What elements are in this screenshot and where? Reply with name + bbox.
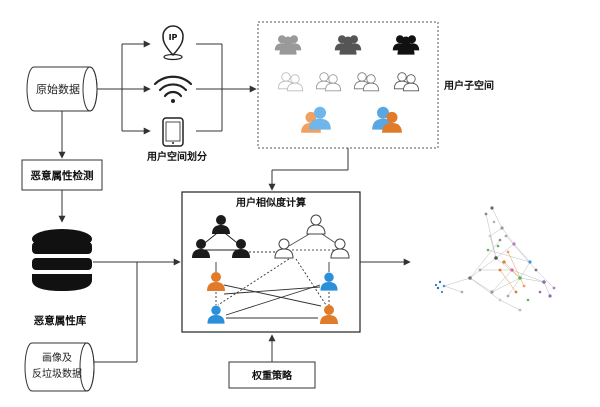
similarity-network bbox=[192, 214, 350, 324]
outline-group-icon bbox=[315, 72, 342, 92]
outline-group-icon bbox=[393, 72, 420, 92]
partition-connectors bbox=[97, 40, 257, 135]
colored-user-pair-icon bbox=[372, 106, 402, 133]
wifi-icon bbox=[153, 75, 193, 103]
output-network-graph bbox=[434, 206, 556, 312]
group-user-icon bbox=[274, 35, 302, 55]
arrow-subspace-to-similarity bbox=[268, 148, 349, 191]
weight-strategy-label: 权重策略 bbox=[251, 369, 293, 382]
image-spam-label-1: 画像及 bbox=[42, 352, 72, 364]
image-spam-label-2: 反垃圾数据 bbox=[32, 367, 82, 380]
raw-data-label: 原始数据 bbox=[36, 82, 80, 96]
malicious-detect-node: 恶意属性检测 bbox=[21, 159, 103, 191]
arrow-db-to-similarity bbox=[93, 258, 181, 363]
group-user-icon bbox=[334, 35, 362, 55]
image-spam-node: 画像及 反垃圾数据 bbox=[24, 342, 95, 392]
user-subspace-label: 用户子空间 bbox=[443, 79, 494, 92]
malicious-detect-label: 恶意属性检测 bbox=[31, 169, 94, 182]
outline-group-icon bbox=[277, 72, 304, 92]
database-icon bbox=[32, 229, 92, 291]
group-user-icon bbox=[392, 35, 420, 55]
space-partition-label: 用户空间划分 bbox=[146, 150, 207, 163]
raw-data-node: 原始数据 bbox=[26, 66, 98, 112]
malicious-db-label: 恶意属性库 bbox=[34, 314, 87, 327]
colored-user-pair-icon bbox=[301, 106, 331, 133]
weight-strategy-node: 权重策略 bbox=[228, 361, 316, 389]
outline-group-icon bbox=[353, 72, 380, 92]
tablet-icon bbox=[162, 117, 184, 147]
ip-location-icon: IP bbox=[162, 25, 184, 61]
subspace-user-icons bbox=[274, 35, 420, 133]
similarity-calc-label: 用户相似度计算 bbox=[235, 196, 306, 209]
ip-badge-text: IP bbox=[169, 33, 178, 42]
